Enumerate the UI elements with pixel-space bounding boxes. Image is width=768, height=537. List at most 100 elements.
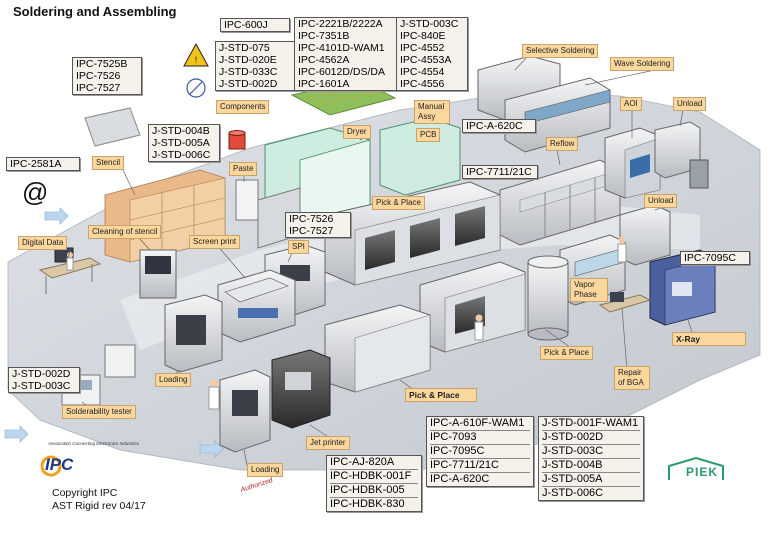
std-box-jstd001: J-STD-001F-WAM1 J-STD-002D J-STD-003C J-… <box>538 416 644 501</box>
ipc-logo-text: IPC <box>45 455 74 474</box>
std-item: IPC-4553A <box>400 54 452 66</box>
std-item: IPC-7711/21C <box>466 166 532 178</box>
copyright-line: Copyright IPC <box>52 487 118 499</box>
label-screen-print: Screen print <box>189 235 241 249</box>
std-item: IPC-HDBK-830 <box>330 498 405 510</box>
ipc-association-text: Association Connecting Electronics Indus… <box>48 441 140 446</box>
label-repair-bga: Repair of BGA <box>614 366 650 390</box>
std-item: IPC-7526 <box>289 213 334 225</box>
std-item: IPC-4556 <box>400 78 445 90</box>
pick-place-line-top <box>324 181 501 286</box>
label-reflow: Reflow <box>546 137 579 151</box>
repair-bga-desk <box>598 292 652 313</box>
label-vapor-phase: Vapor Phase <box>570 278 608 302</box>
std-item: IPC-AJ-820A <box>330 456 418 470</box>
std-item: J-STD-002D <box>12 368 71 380</box>
jet-printer-machine <box>271 349 331 429</box>
label-manual-assy: Manual Assy <box>414 100 450 124</box>
std-item: IPC-1601A <box>298 78 350 90</box>
esd-warning-icon: ! <box>183 42 209 67</box>
std-item: IPC-7351B <box>298 30 350 42</box>
std-box-ipc600j: IPC-600J <box>220 18 290 32</box>
label-aoi: AOI <box>620 97 642 111</box>
label-pick-place-top: Pick & Place <box>372 196 425 210</box>
label-wave-soldering: Wave Soldering <box>610 57 675 71</box>
std-item: IPC-HDBK-001F <box>330 470 418 484</box>
reflow-oven <box>499 159 621 246</box>
label-solderability-tester: Solderability tester <box>62 405 136 419</box>
paste-cabinet <box>235 179 259 221</box>
std-item: J-STD-075 <box>219 42 270 54</box>
unload-top-machine <box>654 121 709 189</box>
std-item: J-STD-033C <box>219 66 278 78</box>
label-paste: Paste <box>229 162 258 176</box>
std-item: J-STD-001F-WAM1 <box>542 417 640 431</box>
std-item: IPC-7525B <box>76 58 128 70</box>
xray-machine <box>649 249 716 326</box>
copyright-line: AST Rigid rev 04/17 <box>52 500 146 512</box>
operators <box>66 236 627 410</box>
std-item: IPC-4554 <box>400 66 445 78</box>
std-item: IPC-7527 <box>76 82 121 94</box>
esd-protected-icon <box>186 78 206 98</box>
label-unload-mid: Unload <box>644 194 678 208</box>
label-selective-soldering: Selective Soldering <box>522 44 599 58</box>
std-box-jstd003: J-STD-003C IPC-840E IPC-4552 IPC-4553A I… <box>396 17 468 91</box>
std-box-ipcaj: IPC-AJ-820A IPC-HDBK-001F IPC-HDBK-005 I… <box>326 455 422 512</box>
std-box-ipc2221: IPC-2221B/2222A IPC-7351B IPC-4101D-WAM1… <box>294 17 397 91</box>
std-item: J-STD-020E <box>219 54 277 66</box>
std-item: IPC-A-620C <box>430 473 490 485</box>
aoi-machine <box>604 127 661 199</box>
unload-mid-machine <box>619 204 671 266</box>
std-item: J-STD-003C <box>12 380 71 392</box>
std-item: IPC-HDBK-005 <box>330 484 418 498</box>
label-stencil: Stencil <box>92 156 125 170</box>
label-pick-place-bottom: Pick & Place <box>405 388 477 402</box>
wave-soldering-machine <box>504 77 611 153</box>
label-loading-bottom: Loading <box>247 463 284 477</box>
std-box-ipc7095: IPC-7095C <box>680 251 750 265</box>
stencil-plate <box>84 107 141 147</box>
label-jet-printer: Jet printer <box>306 436 350 450</box>
ipc-logo-icon <box>40 455 62 477</box>
stencil-cleaner <box>139 249 177 299</box>
std-item: IPC-7095C <box>430 445 530 459</box>
std-box-jstd075: J-STD-075 J-STD-020E J-STD-033C J-STD-00… <box>215 41 295 91</box>
std-item: IPC-600J <box>224 19 268 31</box>
label-pick-place-mid: Pick & Place <box>540 346 593 360</box>
std-item: IPC-840E <box>400 30 446 42</box>
std-item: J-STD-002D <box>219 78 278 90</box>
std-item: J-STD-004B <box>152 125 210 137</box>
std-item: J-STD-006C <box>542 487 604 499</box>
label-cleaning-stencil: Cleaning of stencil <box>88 225 162 239</box>
std-item: IPC-4101D-WAM1 <box>298 42 385 54</box>
std-item: J-STD-003C <box>400 18 459 30</box>
floor-walkway <box>120 200 700 350</box>
std-item: IPC-7527 <box>289 225 334 237</box>
std-box-ipc7526: IPC-7526 IPC-7527 <box>285 212 351 238</box>
loading-left-cart <box>104 344 136 378</box>
pick-place-line-bottom <box>324 304 431 393</box>
piek-logo-icon <box>668 456 724 480</box>
at-sign-icon: @ <box>22 177 49 207</box>
std-box-ipc620: IPC-A-620C <box>462 119 536 133</box>
std-box-jstd004: J-STD-004B J-STD-005A J-STD-006C <box>148 124 220 162</box>
label-digital-data: Digital Data <box>18 236 68 250</box>
label-x-ray: X-Ray <box>672 332 746 346</box>
std-box-ipc2581: IPC-2581A <box>6 157 80 171</box>
std-item: IPC-2221B/2222A <box>298 18 383 30</box>
label-pcb: PCB <box>416 128 441 142</box>
std-item: IPC-7095C <box>684 252 736 264</box>
pick-place-line-mid <box>419 261 526 353</box>
std-item: IPC-2581A <box>10 158 62 170</box>
std-box-ipc7711: IPC-7711/21C <box>462 165 538 179</box>
label-spi: SPI <box>288 240 309 254</box>
std-box-jstd002: J-STD-002D J-STD-003C <box>8 367 80 393</box>
flow-arrows <box>4 207 224 458</box>
piek-logo-text: PIEK <box>686 465 719 479</box>
std-item: IPC-7526 <box>76 70 121 82</box>
label-components: Components <box>216 100 270 114</box>
std-item: J-STD-006C <box>152 149 211 161</box>
